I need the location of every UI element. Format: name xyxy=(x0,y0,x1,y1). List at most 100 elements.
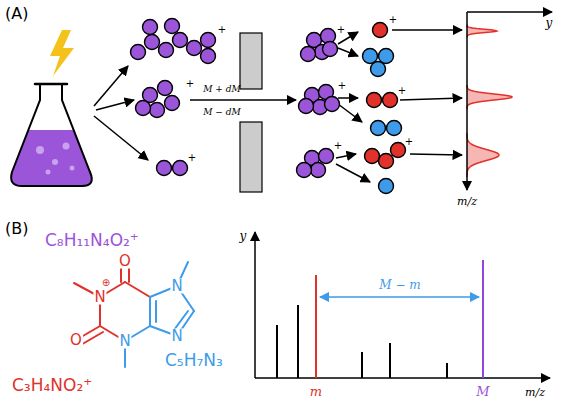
atom-ball xyxy=(159,43,174,58)
spectrum-axes xyxy=(466,12,468,190)
atom-ball xyxy=(325,97,340,112)
atom-ball xyxy=(383,93,398,108)
charge-sign: + xyxy=(218,25,226,35)
spectrum-stick xyxy=(361,352,363,378)
atom-ball xyxy=(201,49,216,64)
atom-ball xyxy=(157,161,172,176)
flask xyxy=(70,166,75,171)
spectrum-axes xyxy=(255,12,552,378)
charge-sign: + xyxy=(188,153,196,163)
atom-ball xyxy=(379,49,394,64)
molecule-bond xyxy=(155,301,157,322)
charge-sign: + xyxy=(389,15,397,25)
spectrum-peak xyxy=(467,25,497,37)
flask xyxy=(50,30,74,76)
spectrum-stick xyxy=(277,260,483,378)
spectrum-stick xyxy=(315,275,317,378)
atom-ball xyxy=(136,101,151,116)
flow-arrows xyxy=(400,98,462,100)
flow-arrows xyxy=(94,116,148,160)
atom-ball xyxy=(158,81,173,96)
atom-label: N xyxy=(170,279,183,294)
formula-label: C₈H₁₁N₄O₂⁺ xyxy=(45,232,139,249)
spectrum-stick xyxy=(276,325,278,378)
flow-arrows xyxy=(410,154,462,155)
charge-sign: + xyxy=(186,79,194,89)
axis-label: y xyxy=(546,17,553,29)
flow-arrows xyxy=(392,29,462,31)
spectrum-peak xyxy=(467,85,512,109)
flow-arrows xyxy=(94,66,128,106)
atom-ball xyxy=(365,149,380,164)
atom-ball xyxy=(299,99,314,114)
mass-window-label: M − dM xyxy=(203,108,240,117)
atom-ball xyxy=(391,143,406,158)
atom-label: N xyxy=(170,329,183,344)
flow-arrows xyxy=(190,99,296,101)
charge-sign: + xyxy=(398,86,406,96)
formula-label: C₅H₇N₃ xyxy=(165,352,223,369)
spectrum-axes xyxy=(467,11,552,13)
atom-ball xyxy=(173,161,188,176)
atom-label: O xyxy=(118,254,132,269)
atom-ball xyxy=(371,121,386,136)
charge-sign: ⊕ xyxy=(101,278,111,288)
flow-arrows xyxy=(338,104,362,122)
atom-ball xyxy=(379,179,394,194)
flow-arrows xyxy=(96,100,134,110)
atom-ball xyxy=(367,93,382,108)
atom-ball xyxy=(173,33,188,48)
atom-ball xyxy=(145,35,160,50)
flask xyxy=(0,130,110,200)
flask xyxy=(11,84,92,186)
mass-difference-label: M − m xyxy=(379,279,420,291)
atom-ball xyxy=(311,163,326,178)
molecule-bond xyxy=(74,261,150,346)
atom-ball xyxy=(131,45,146,60)
atom-ball xyxy=(319,149,334,164)
formula-label: C₃H₄NO₂⁺ xyxy=(12,377,92,394)
panel-label: (A) xyxy=(5,6,28,22)
spectrum-stick xyxy=(446,363,448,378)
flow-arrows xyxy=(338,48,358,56)
atom-ball xyxy=(323,42,338,57)
flask xyxy=(63,143,70,150)
panel-label: (B) xyxy=(5,221,28,237)
spectrum-stick xyxy=(389,343,391,378)
charge-sign: + xyxy=(405,137,413,147)
peak-label: M xyxy=(476,385,489,398)
atom-ball xyxy=(165,96,180,111)
flow-arrows xyxy=(336,164,370,182)
atom-ball xyxy=(143,20,158,35)
flow-arrows xyxy=(338,97,358,99)
flask xyxy=(36,146,44,154)
flask xyxy=(0,30,110,200)
atom-label: O xyxy=(69,333,83,348)
spectrum-stick xyxy=(320,296,479,298)
atom-ball xyxy=(387,121,402,136)
spectrum-axes xyxy=(255,377,550,379)
flask xyxy=(35,83,67,86)
spectrum-axes xyxy=(254,232,256,378)
atom-label: N xyxy=(118,334,131,349)
flow-arrows xyxy=(94,30,462,182)
flask xyxy=(52,159,58,165)
axis-label: y xyxy=(240,230,247,242)
atom-ball xyxy=(379,154,394,169)
atom-ball xyxy=(371,62,386,77)
slit xyxy=(240,33,262,89)
charge-sign: + xyxy=(337,25,345,35)
atom-ball xyxy=(201,33,216,48)
molecule-bond xyxy=(174,311,188,330)
axis-label: m/z xyxy=(457,196,477,207)
axis-label: m/z xyxy=(525,387,545,398)
spectrum-peak xyxy=(467,133,499,177)
atom-ball xyxy=(373,23,388,38)
atom-ball xyxy=(301,47,316,62)
spectrum-stick xyxy=(297,305,299,378)
slit xyxy=(240,33,262,192)
atom-ball xyxy=(363,49,378,64)
flask xyxy=(46,170,51,175)
charge-sign: + xyxy=(338,81,346,91)
